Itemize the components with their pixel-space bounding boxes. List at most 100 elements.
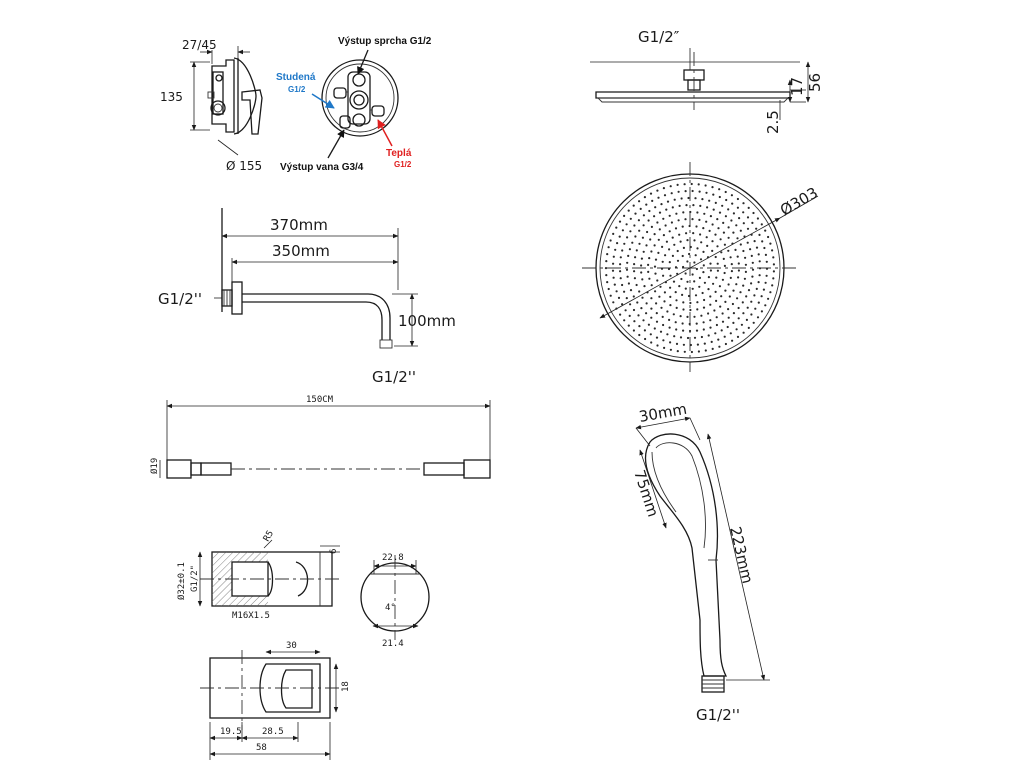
nozzle-dot — [767, 235, 770, 239]
nozzle-dot — [730, 219, 733, 222]
nozzle-grid — [604, 182, 776, 354]
nozzle-dot — [628, 248, 632, 251]
nozzle-dot — [752, 321, 755, 324]
nozzle-dot — [688, 224, 691, 228]
nozzle-dot — [636, 301, 639, 304]
nozzle-dot — [696, 343, 700, 346]
holder-mid-offset: 28.5 — [262, 727, 284, 737]
nozzle-dot — [715, 316, 718, 319]
nozzle-dot — [662, 339, 665, 342]
nozzle-dot — [640, 264, 643, 267]
nozzle-dot — [714, 255, 717, 259]
nozzle-dot — [747, 206, 750, 209]
nozzle-dot — [737, 262, 740, 265]
nozzle-dot — [616, 242, 619, 245]
nozzle-dot — [728, 295, 731, 298]
nozzle-dot — [674, 266, 678, 269]
nozzle-dot — [673, 198, 676, 201]
nozzle-dot — [654, 290, 657, 293]
nozzle-dot — [612, 262, 615, 265]
nozzle-dot — [685, 232, 688, 235]
nozzle-dot — [614, 248, 617, 251]
nozzle-dot — [657, 196, 660, 199]
nozzle-dot — [769, 242, 772, 245]
nozzle-dot — [731, 339, 734, 342]
nozzle-dot — [619, 263, 622, 266]
nozzle-dot — [663, 291, 667, 294]
nozzle-dot — [757, 301, 760, 304]
nozzle-dot — [729, 256, 732, 259]
nozzle-dot — [623, 214, 626, 217]
nozzle-dot — [650, 284, 653, 287]
nozzle-dot — [714, 290, 717, 293]
nozzle-dot — [669, 341, 672, 344]
nozzle-dot — [735, 224, 738, 227]
hose-drawing: 150CM Ø19 — [149, 395, 491, 479]
valve-diameter-label: Ø 155 — [226, 159, 262, 173]
nozzle-dot — [626, 236, 629, 239]
nozzle-dot — [736, 237, 739, 240]
nozzle-dot — [737, 317, 740, 320]
nozzle-dot — [649, 333, 652, 336]
head-diameter: Ø303 — [777, 184, 821, 220]
nozzle-dot — [661, 315, 664, 318]
nozzle-dot — [605, 260, 608, 263]
nozzle-dot — [611, 269, 615, 272]
nozzle-dot — [746, 241, 749, 244]
nozzle-dot — [646, 230, 649, 234]
nozzle-dot — [767, 297, 770, 300]
nozzle-dot — [627, 282, 631, 285]
shower-arm-drawing: 370mm 350mm 100mm G1/2'' G1/2'' — [158, 208, 456, 386]
nozzle-dot — [688, 322, 691, 326]
nozzle-dot — [645, 203, 648, 206]
nozzle-dot — [757, 281, 760, 284]
nozzle-dot — [705, 236, 708, 239]
nozzle-dot — [647, 219, 650, 222]
nozzle-dot — [643, 329, 647, 332]
nozzle-dot — [764, 281, 767, 284]
nozzle-dot — [635, 249, 638, 252]
nozzle-dot — [606, 281, 609, 284]
nozzle-dot — [758, 274, 761, 277]
nozzle-dot — [651, 199, 654, 202]
nozzle-dot — [751, 221, 754, 224]
nozzle-dot — [641, 296, 644, 299]
nozzle-dot — [689, 301, 692, 305]
nozzle-dot — [619, 256, 622, 259]
nozzle-dot — [668, 261, 671, 264]
nozzle-dot — [750, 300, 753, 303]
nozzle-dot — [713, 309, 716, 312]
nozzle-dot — [717, 227, 720, 230]
nozzle-dot — [675, 299, 678, 302]
nozzle-dot — [626, 261, 629, 264]
nozzle-dot — [621, 283, 624, 287]
nozzle-dot — [619, 270, 622, 273]
hand-thread: G1/2'' — [696, 706, 740, 724]
mixer-valve-side-view: 135 27/45 Ø 155 — [160, 38, 263, 173]
nozzle-dot — [657, 251, 660, 254]
nozzle-dot — [742, 249, 745, 253]
nozzle-dot — [615, 307, 618, 310]
nozzle-dot — [604, 267, 608, 270]
nozzle-dot — [739, 243, 742, 246]
nozzle-dot — [650, 307, 653, 310]
nozzle-dot — [631, 241, 634, 244]
nozzle-dot — [625, 297, 628, 300]
nozzle-dot — [675, 342, 679, 345]
nozzle-dot — [624, 309, 627, 312]
nozzle-dot — [682, 308, 685, 311]
nozzle-dot — [656, 344, 659, 347]
nozzle-dot — [757, 253, 760, 256]
nozzle-dot — [744, 270, 748, 273]
mixer-valve-front-view: Výstup sprcha G1/2 Studená G1/2 Teplá G1… — [276, 36, 432, 173]
nozzle-dot — [761, 240, 764, 243]
nozzle-dot — [703, 281, 707, 284]
nozzle-dot — [711, 223, 714, 226]
nozzle-dot — [701, 291, 704, 295]
nozzle-dot — [746, 227, 750, 230]
nozzle-dot — [650, 316, 653, 319]
nozzle-dot — [736, 335, 740, 338]
nozzle-dot — [709, 326, 712, 329]
nozzle-dot — [711, 249, 714, 252]
